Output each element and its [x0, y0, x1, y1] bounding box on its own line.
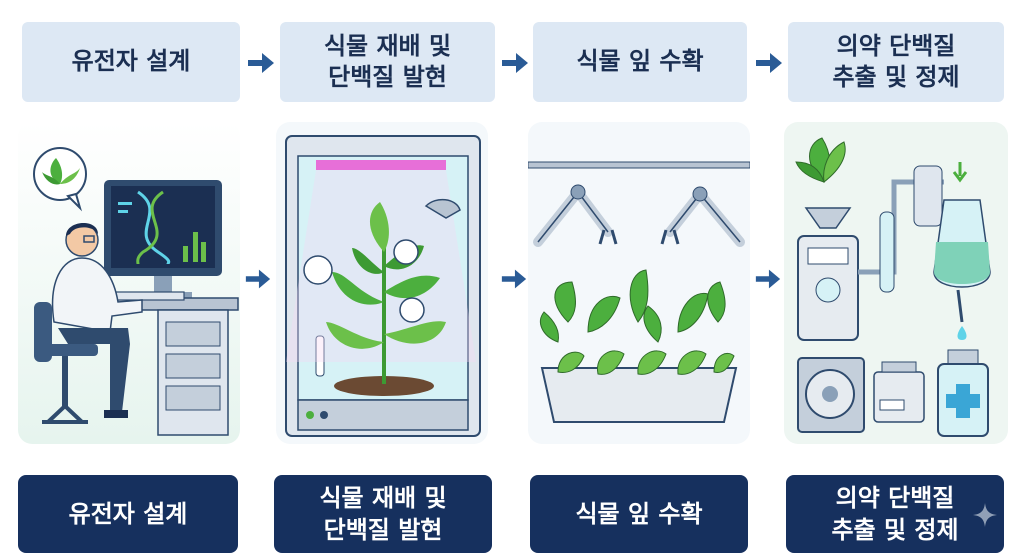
- panel-extraction: [784, 122, 1008, 444]
- scientist-icon: [51, 222, 143, 418]
- arrow-right-icon: [245, 269, 271, 289]
- step-3-title: 식물 잎 수확: [533, 22, 747, 102]
- step-4-caption: 의약 단백질 추출 및 정제: [786, 475, 1004, 553]
- leaf-bubble-icon: [33, 147, 87, 212]
- arrow-right-icon: [248, 53, 274, 73]
- extraction-machine-icon: [797, 162, 991, 433]
- sparkle-icon: [973, 503, 997, 527]
- panel-leaf-harvest: [528, 122, 750, 444]
- arrow-right-icon: [501, 269, 527, 289]
- planter-icon: [540, 350, 738, 423]
- step-2-caption: 식물 재배 및 단백질 발현: [274, 475, 492, 553]
- panel-plant-cultivation: [276, 122, 488, 444]
- grow-light-icon: [286, 160, 476, 362]
- arrow-right-icon: [756, 53, 782, 73]
- step-4-title: 의약 단백질 추출 및 정제: [788, 22, 1004, 102]
- step-2-title: 식물 재배 및 단백질 발현: [280, 22, 495, 102]
- step-3-caption: 식물 잎 수확: [530, 475, 748, 553]
- robot-arm-icon: [533, 183, 745, 247]
- dna-icon: [136, 190, 171, 265]
- arrow-right-icon: [755, 269, 781, 289]
- step-1-title: 유전자 설계: [22, 22, 240, 102]
- panel-gene-design: [18, 122, 240, 444]
- medicine-bottle-icon: [937, 349, 989, 437]
- arrow-right-icon: [502, 53, 528, 73]
- step-1-caption: 유전자 설계: [18, 475, 238, 553]
